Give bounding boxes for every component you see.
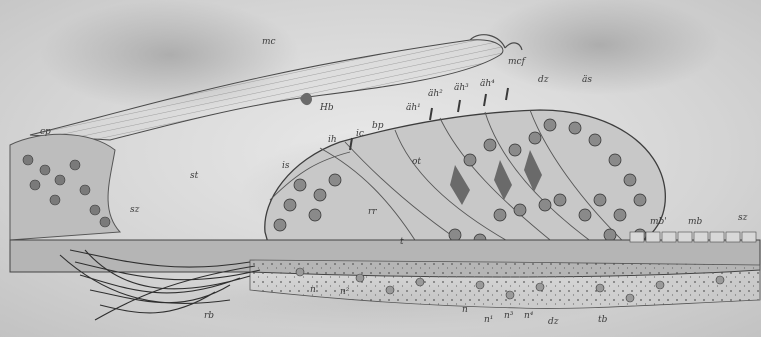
label-st: st [190, 171, 199, 181]
label-sz2: sz [738, 213, 748, 223]
label-ic: ic [356, 129, 364, 139]
label-hb: Hb [319, 103, 334, 113]
label-ah1: äh¹ [406, 103, 421, 113]
label-dz: dz [538, 75, 549, 85]
label-ih: ih [328, 135, 337, 145]
label-as: äs [582, 75, 592, 85]
label-n3: n [462, 305, 468, 315]
spiral-limbus [10, 134, 120, 240]
label-t: t [400, 237, 404, 247]
label-tb: tb [598, 315, 608, 325]
label-cp: cp [40, 127, 51, 137]
label-n2: n² [340, 287, 350, 297]
label-ot: ot [412, 157, 421, 167]
label-is: is [282, 161, 290, 171]
label-n1: n' [310, 285, 318, 295]
label-ah4: äh⁴ [480, 79, 495, 89]
label-n4: n¹ [484, 315, 493, 325]
label-mc: mc [262, 37, 276, 47]
label-mb: mb [688, 217, 703, 227]
label-dz2: dz [548, 317, 559, 327]
label-n5: n³ [504, 311, 514, 321]
label-ah2: äh² [428, 89, 443, 99]
label-ah3: äh³ [454, 83, 469, 93]
label-rb: rb [204, 311, 214, 321]
label-bp: bp [372, 121, 384, 131]
label-sz: sz [130, 205, 140, 215]
label-rr: rr [368, 207, 377, 217]
label-mb1: mb' [650, 217, 667, 227]
label-mcf: mcf [508, 57, 527, 67]
label-n6: n⁴ [524, 311, 534, 321]
